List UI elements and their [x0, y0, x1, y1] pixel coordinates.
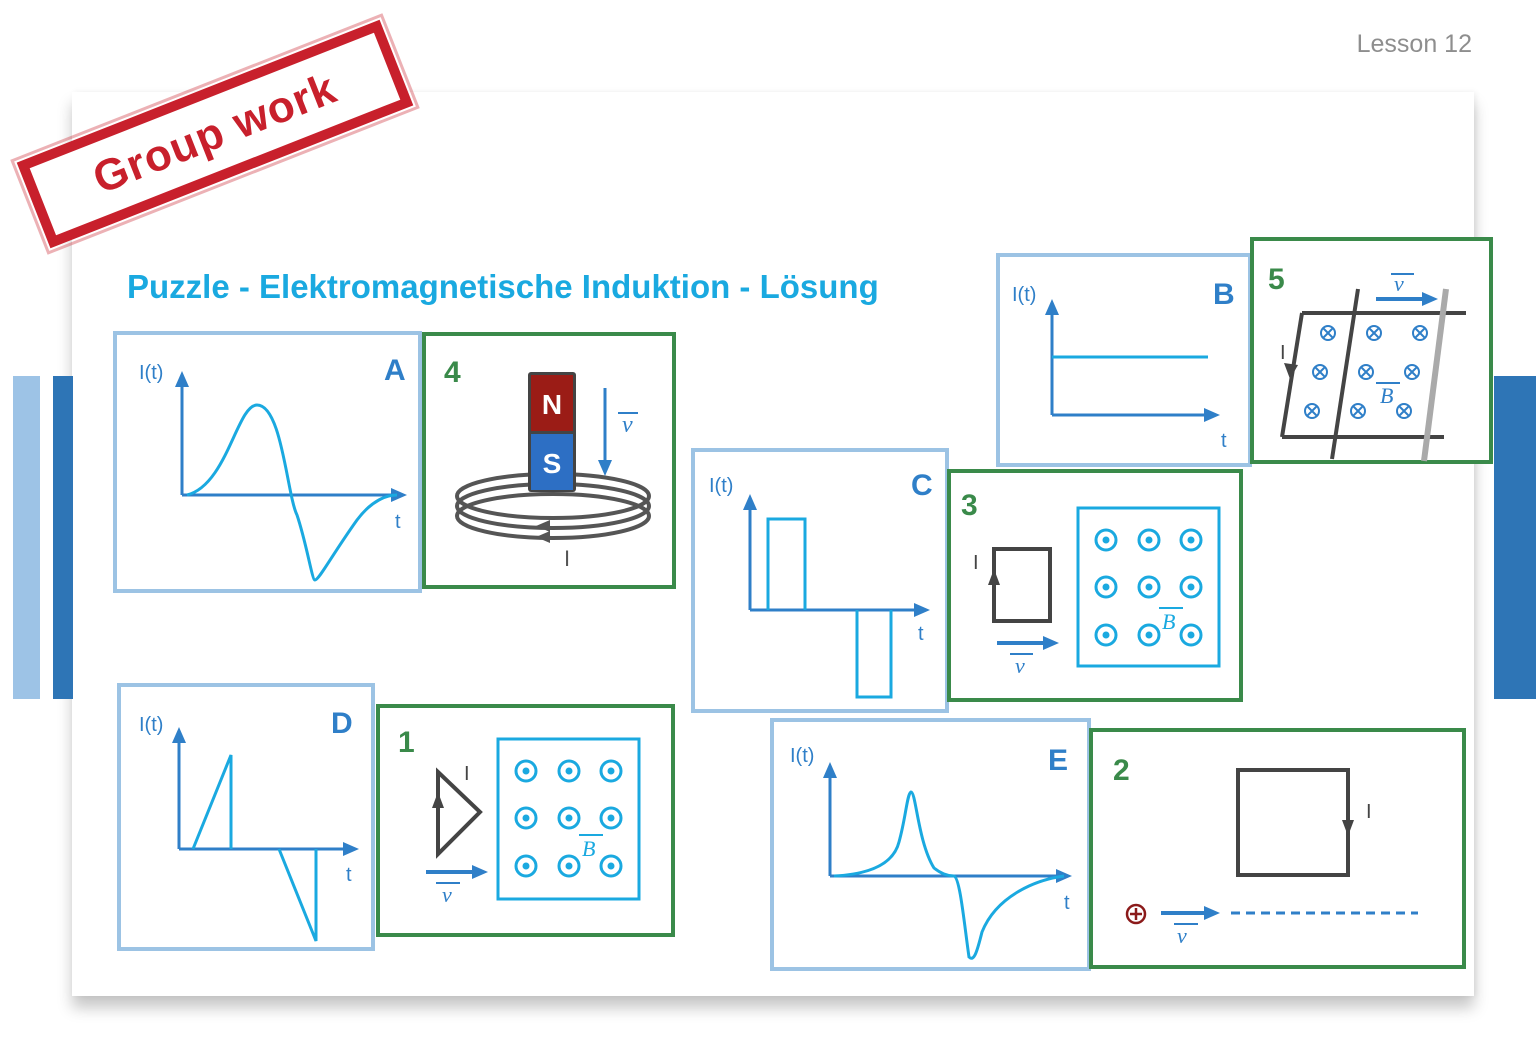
velocity-label: v	[622, 412, 633, 438]
current-label: I	[1366, 801, 1372, 823]
scene-2-figure: 2 I v	[1113, 754, 1418, 948]
graph-card-a[interactable]: I(t) t A	[113, 331, 422, 593]
field-label: B	[1380, 383, 1393, 408]
graph-e-plot: I(t) t E	[790, 744, 1072, 960]
lesson-number: Lesson 12	[1356, 30, 1472, 58]
graph-letter: C	[911, 469, 933, 502]
scene-number: 2	[1113, 754, 1130, 787]
scene-card-2[interactable]: 2 I v	[1089, 728, 1466, 969]
graph-card-b[interactable]: I(t) t B	[996, 253, 1252, 467]
scene-card-3[interactable]: 3 I v B	[947, 469, 1243, 702]
y-axis-label: I(t)	[139, 362, 163, 384]
velocity-label: v	[1177, 923, 1187, 948]
graph-letter: A	[384, 354, 406, 387]
graph-d-plot: I(t) t D	[139, 707, 359, 942]
page-title: Puzzle - Elektromagnetische Induktion - …	[127, 268, 879, 305]
scene-card-1[interactable]: 1 I v B	[376, 704, 675, 937]
scene-3-figure: 3 I v B	[961, 489, 1221, 678]
graph-card-d[interactable]: I(t) t D	[117, 683, 375, 951]
graph-b-plot: I(t) t B	[1012, 278, 1235, 452]
graph-card-c[interactable]: I(t) t C	[691, 448, 949, 713]
graph-a-plot: I(t) t A	[139, 354, 407, 582]
graph-letter: E	[1048, 744, 1068, 777]
velocity-label: v	[1015, 653, 1025, 678]
x-axis-label: t	[1221, 430, 1227, 452]
x-axis-label: t	[1064, 892, 1070, 914]
graph-letter: B	[1213, 278, 1235, 311]
scene-number: 4	[444, 356, 461, 389]
scene-card-4[interactable]: 4 N S v I	[422, 332, 676, 589]
x-axis-label: t	[395, 511, 401, 533]
current-label: I	[973, 552, 979, 574]
field-into-page-symbols	[1304, 325, 1428, 419]
field-out-of-page-symbols	[514, 759, 623, 878]
right-deco-bar	[1494, 376, 1536, 699]
y-axis-label: I(t)	[139, 714, 163, 736]
x-axis-label: t	[346, 864, 352, 886]
current-label: I	[1280, 342, 1286, 364]
field-out-of-page-symbols	[1094, 528, 1203, 647]
y-axis-label: I(t)	[1012, 284, 1036, 306]
current-label: I	[464, 763, 470, 785]
left-deco-bar-light	[13, 376, 40, 699]
magnet-south: S	[543, 448, 562, 479]
field-label: B	[582, 836, 595, 861]
scene-number: 1	[398, 726, 415, 759]
velocity-label: v	[1394, 271, 1404, 296]
positive-charge-icon	[1125, 903, 1147, 925]
graph-c-plot: I(t) t C	[709, 469, 933, 699]
y-axis-label: I(t)	[790, 745, 814, 767]
graph-card-e[interactable]: I(t) t E	[770, 718, 1091, 971]
magnet-north: N	[542, 389, 562, 420]
y-axis-label: I(t)	[709, 475, 733, 497]
scene-card-5[interactable]: 5 v I B	[1250, 237, 1493, 464]
field-label: B	[1162, 609, 1175, 634]
x-axis-label: t	[918, 623, 924, 645]
scene-5-figure: 5 v I B	[1268, 263, 1466, 462]
current-label: I	[564, 546, 570, 571]
left-deco-bar-dark	[53, 376, 73, 699]
scene-4-figure: 4 N S v I	[444, 356, 651, 571]
scene-number: 3	[961, 489, 978, 522]
velocity-label: v	[442, 882, 452, 907]
graph-letter: D	[331, 707, 353, 740]
scene-number: 5	[1268, 263, 1285, 296]
scene-1-figure: 1 I v B	[398, 726, 641, 907]
